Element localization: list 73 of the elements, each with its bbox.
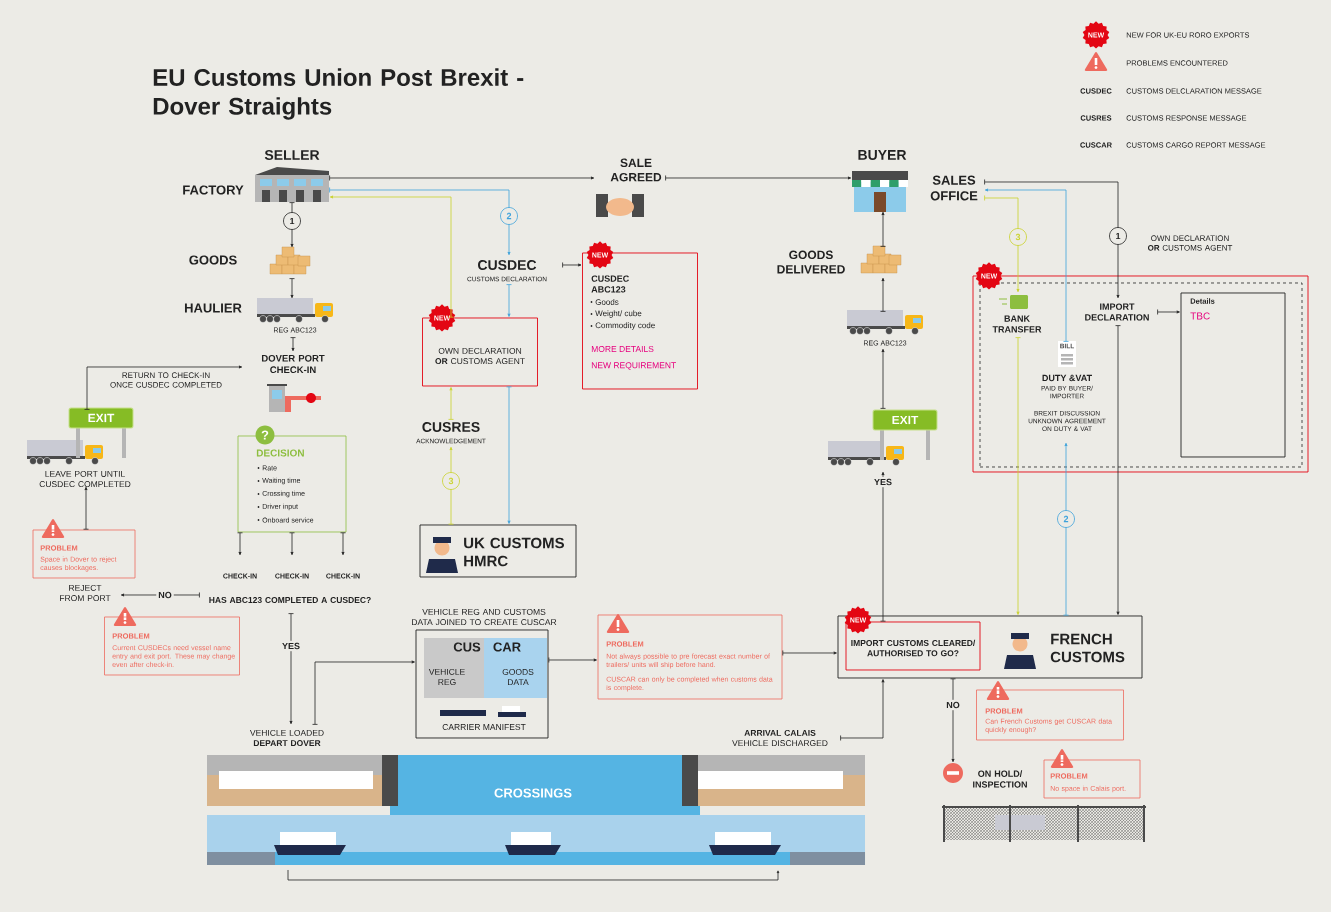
step-label: BUYER: [858, 150, 907, 160]
step-number: 3: [1009, 228, 1027, 246]
arrow: [84, 365, 243, 410]
step-label: FACTORY: [183, 185, 244, 195]
arrow: [120, 592, 200, 598]
edge-label: NO: [156, 589, 174, 601]
edge-label: RETURN TO CHECK-IN ONCE CUSDEC COMPLETED: [110, 372, 222, 388]
arrow: [289, 278, 295, 299]
arrow: [984, 188, 1069, 342]
arrow: [289, 532, 295, 556]
arrow: [880, 277, 886, 312]
arrow: [448, 446, 454, 525]
arrow: [1157, 309, 1180, 315]
band-label: CROSSINGS: [494, 788, 572, 798]
step-label: DOVER PORT CHECK-IN: [262, 354, 325, 374]
step-number: 3: [442, 472, 460, 490]
step-label: HAS ABC123 COMPLETED A CUSDEC?: [209, 597, 371, 603]
arrow: [840, 679, 885, 741]
arrow: [562, 262, 582, 268]
arrow: [1015, 337, 1021, 615]
arrow: [340, 532, 346, 556]
step-label: REJECT FROM PORT: [60, 584, 111, 602]
step-label: BANK TRANSFER: [992, 315, 1042, 333]
step-label: LEAVE PORT UNTIL CUSDEC COMPLETED: [39, 470, 131, 488]
arrow: [880, 471, 886, 622]
step-number: 2: [1057, 510, 1075, 528]
note: OWN DECLARATION OR CUSTOMS AGENT: [1147, 235, 1233, 251]
arrow: [950, 678, 956, 763]
arrow: [506, 284, 512, 317]
step-label: SALES OFFICE: [930, 175, 978, 201]
step-label: SALE AGREED: [610, 158, 662, 182]
arrow: [329, 175, 595, 181]
arrow: [782, 650, 837, 656]
step-number: 1: [283, 212, 301, 230]
arrow: [237, 532, 243, 556]
step-label: IMPORT DECLARATION: [1085, 303, 1149, 321]
step-label: ARRIVAL CALAIS VEHICLE DISCHARGED: [732, 729, 828, 747]
arrow: [312, 660, 415, 725]
step-label: HAULIER: [185, 303, 242, 313]
arrow: [448, 387, 454, 420]
step-number: 1: [1109, 227, 1127, 245]
arrow: [880, 211, 886, 247]
exit-sign: EXIT: [872, 409, 938, 460]
edge-label: YES: [872, 476, 894, 488]
step-number: 2: [500, 207, 518, 225]
arrow: [329, 187, 511, 256]
node-label: VEHICLE REG AND CUSTOMS DATA JOINED TO CREATE CUSCAR: [412, 608, 557, 626]
arrow: [984, 195, 1020, 293]
step-label: VEHICLE LOADED DEPART DOVER: [249, 729, 324, 747]
arrow: [288, 613, 294, 725]
arrow: [548, 657, 597, 663]
arrow: [506, 386, 512, 524]
step-label: CUSRES: [422, 422, 480, 432]
step-label: SELLER: [264, 150, 320, 160]
title: EU Customs Union Post Brexit - Dover Straights: [153, 68, 524, 120]
arrow: [1063, 442, 1069, 616]
arrow: [329, 195, 454, 318]
arrow: [880, 348, 886, 409]
edge-label: YES: [280, 640, 302, 652]
step-label: DUTY &VAT: [1042, 374, 1092, 382]
arrow: [984, 179, 1120, 299]
step-label: GOODS: [189, 255, 237, 265]
step-label: ON HOLD/ INSPECTION: [973, 770, 1027, 788]
step-label: CUSDEC: [478, 260, 537, 270]
edge-label: NO: [944, 699, 962, 711]
arrow: [290, 337, 296, 352]
arrow: [665, 175, 852, 181]
customs-box: UK CUSTOMS HMRC: [419, 524, 577, 578]
arrow: [83, 486, 89, 530]
step-label: GOODS DELIVERED: [777, 250, 845, 274]
arrow: [1115, 325, 1121, 615]
exit-sign: EXIT: [68, 407, 134, 458]
cuscar-box: VEHICLE REG AND CUSTOMS DATA JOINED TO CREATE CUSCAR CUS CAR VEHICLE REG GOODS DATA CARRIER MANIFEST: [412, 608, 557, 739]
